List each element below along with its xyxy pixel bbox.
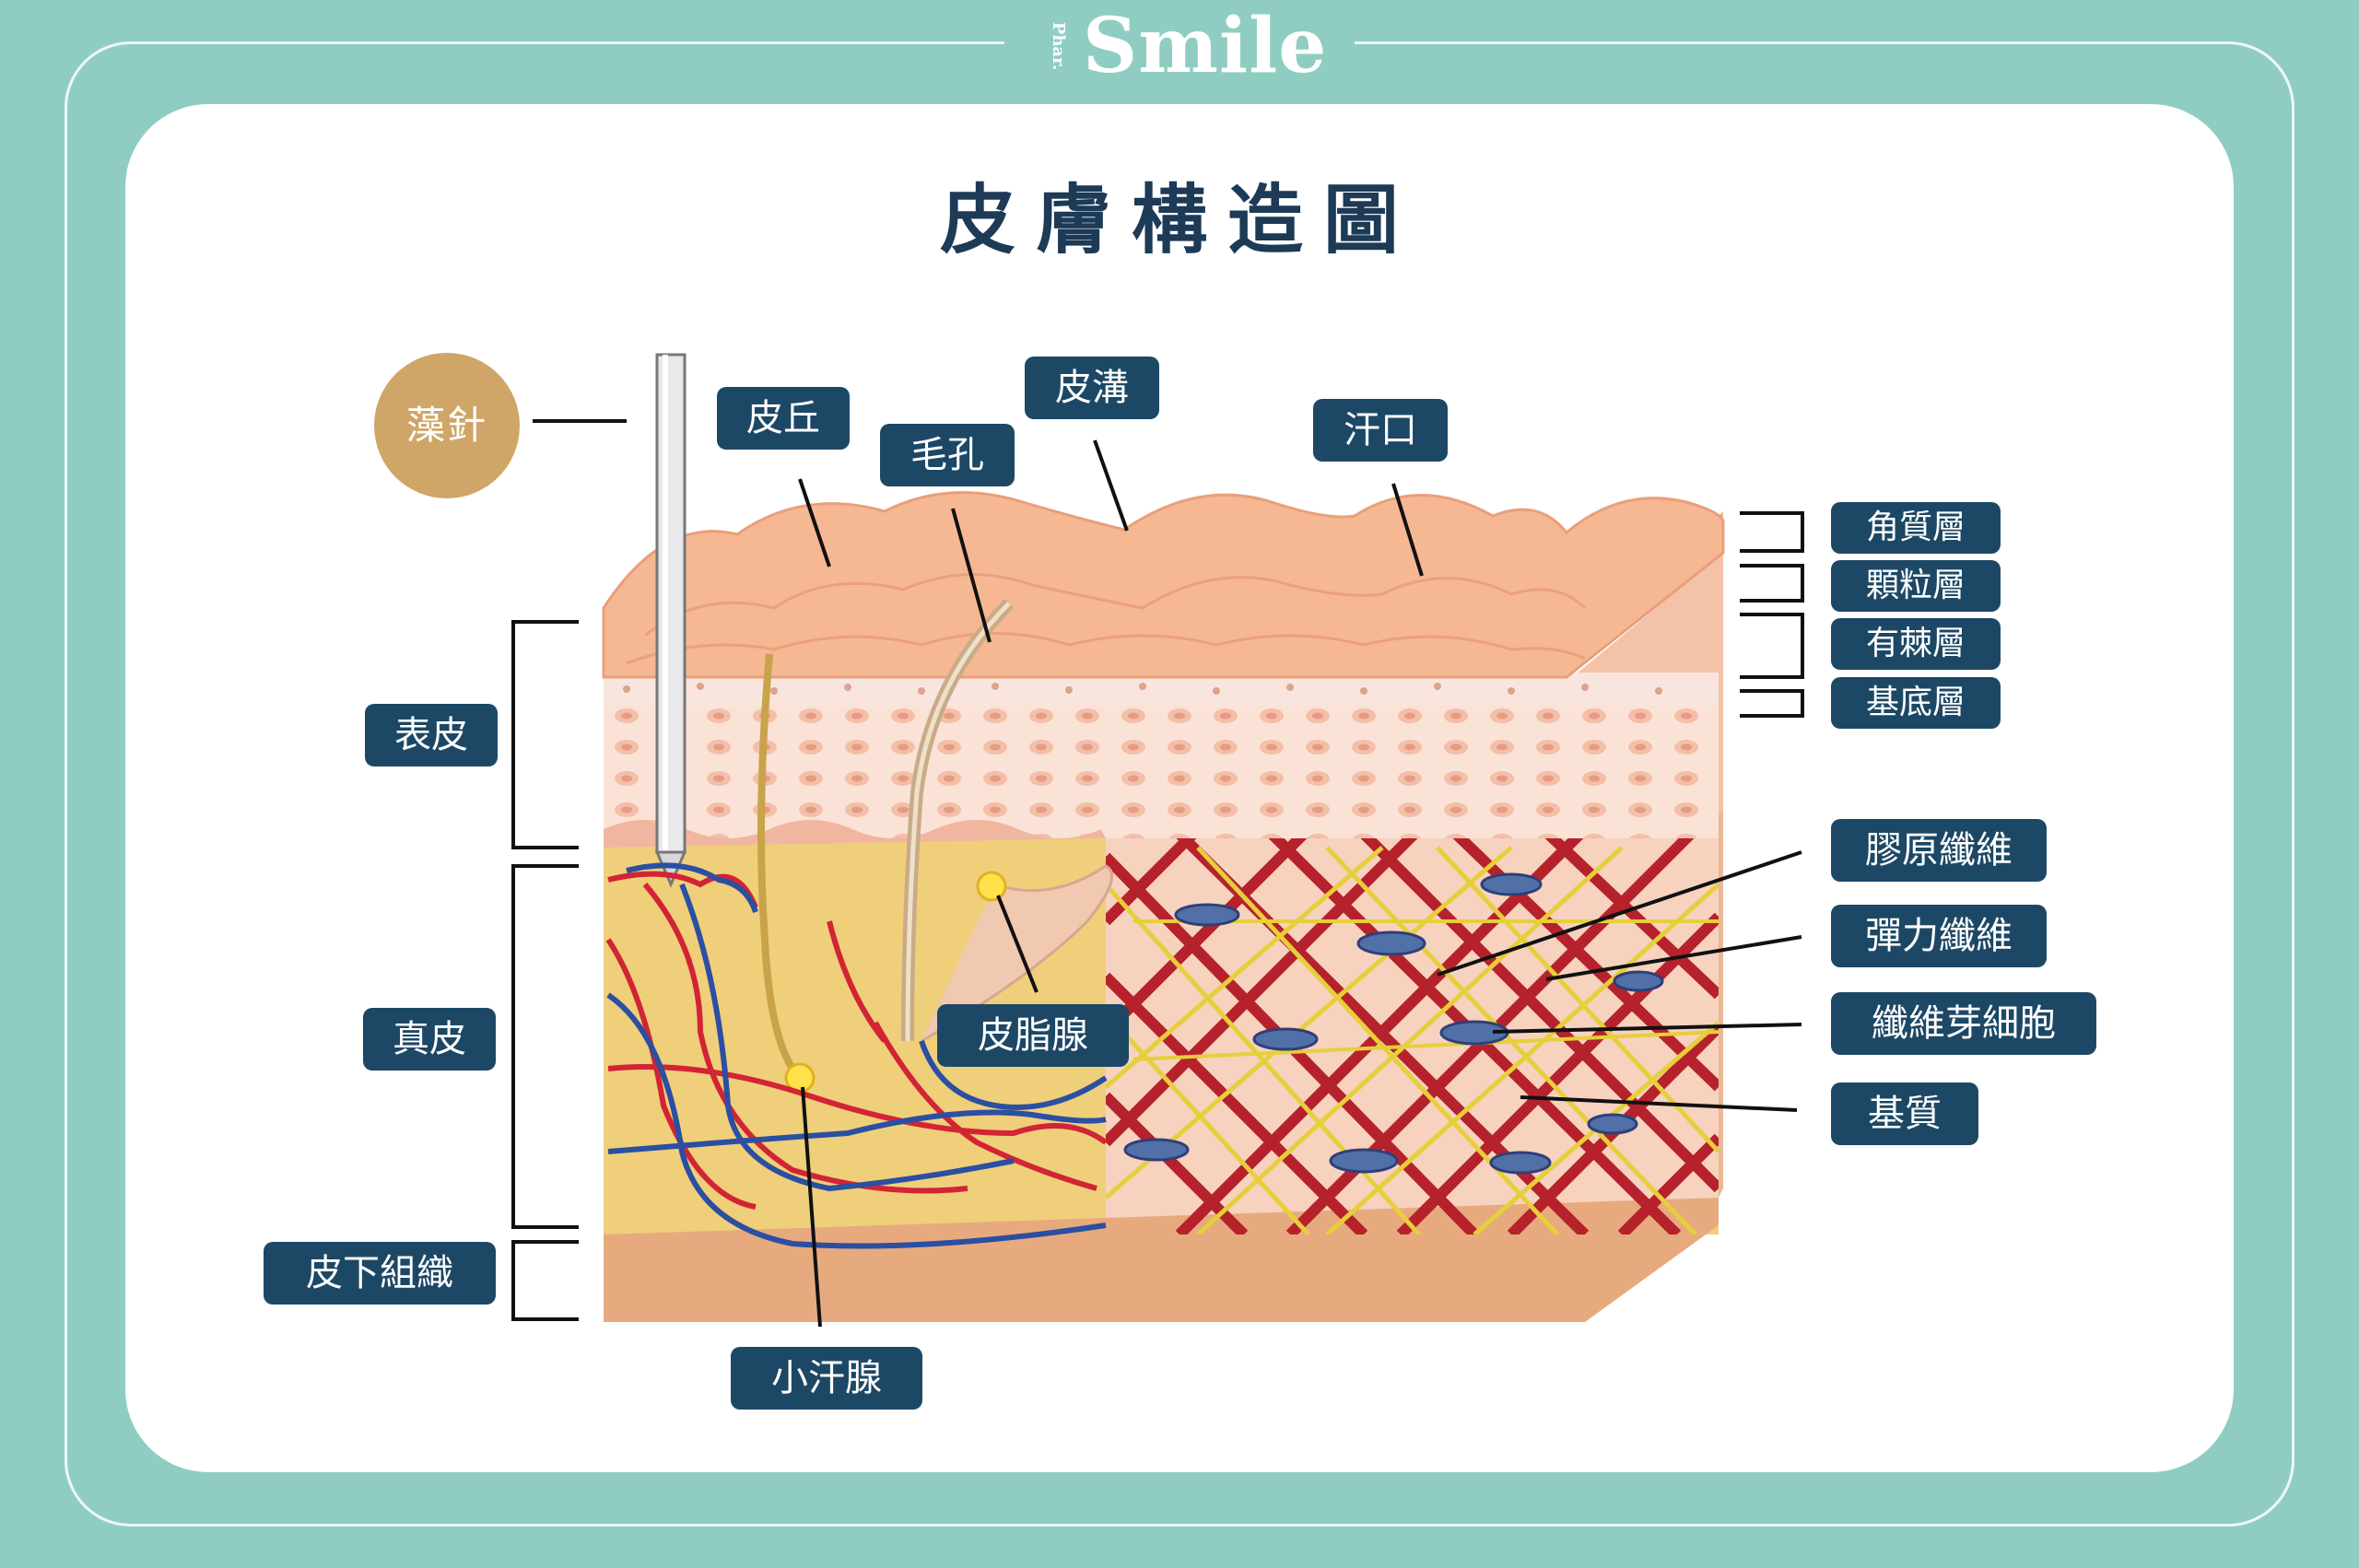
label-stratum-basale: 基底層 bbox=[1831, 677, 2001, 729]
blood-vessels bbox=[605, 862, 1108, 1249]
label-sweat-pore: 汗口 bbox=[1313, 399, 1448, 462]
label-papilla: 皮丘 bbox=[717, 387, 850, 450]
subcutaneous-layer bbox=[604, 1198, 1719, 1322]
label-dermis: 真皮 bbox=[363, 1008, 496, 1071]
label-matrix: 基質 bbox=[1831, 1082, 1978, 1145]
label-stratum-granulosum: 顆粒層 bbox=[1831, 560, 2001, 612]
leader-lines bbox=[511, 419, 1804, 1328]
label-sebaceous-gland: 皮脂腺 bbox=[937, 1004, 1129, 1067]
label-subcutis: 皮下組織 bbox=[264, 1242, 496, 1305]
label-fibroblast: 纖維芽細胞 bbox=[1831, 992, 2096, 1055]
stratum-corneum bbox=[602, 491, 1725, 679]
stratum-basale bbox=[604, 820, 1106, 848]
hair-follicles bbox=[757, 599, 1114, 1071]
fibroblast-cells bbox=[1123, 872, 1664, 1175]
needle-label: 藻針 bbox=[374, 353, 520, 498]
label-collagen-fiber: 膠原纖維 bbox=[1831, 819, 2047, 882]
label-groove: 皮溝 bbox=[1025, 357, 1159, 419]
label-elastic-fiber: 彈力纖維 bbox=[1831, 905, 2047, 967]
label-stratum-corneum: 角質層 bbox=[1831, 502, 2001, 554]
sebaceous-gland bbox=[976, 871, 1007, 902]
corneum-scales bbox=[626, 573, 1587, 665]
page-title: 皮膚構造圖 bbox=[939, 177, 1419, 264]
label-pore: 毛孔 bbox=[880, 424, 1015, 486]
needle bbox=[654, 353, 687, 888]
label-epidermis: 表皮 bbox=[365, 704, 498, 766]
elastin-fibers bbox=[1106, 846, 1719, 1235]
granules bbox=[623, 683, 1662, 695]
label-stratum-spinosum: 有棘層 bbox=[1831, 618, 2001, 670]
stratum-spinosum bbox=[604, 700, 1719, 838]
label-sweat-gland: 小汗腺 bbox=[731, 1347, 922, 1410]
brand-logo: Smile bbox=[1083, 2, 1328, 90]
brand-area bbox=[1004, 0, 1355, 83]
